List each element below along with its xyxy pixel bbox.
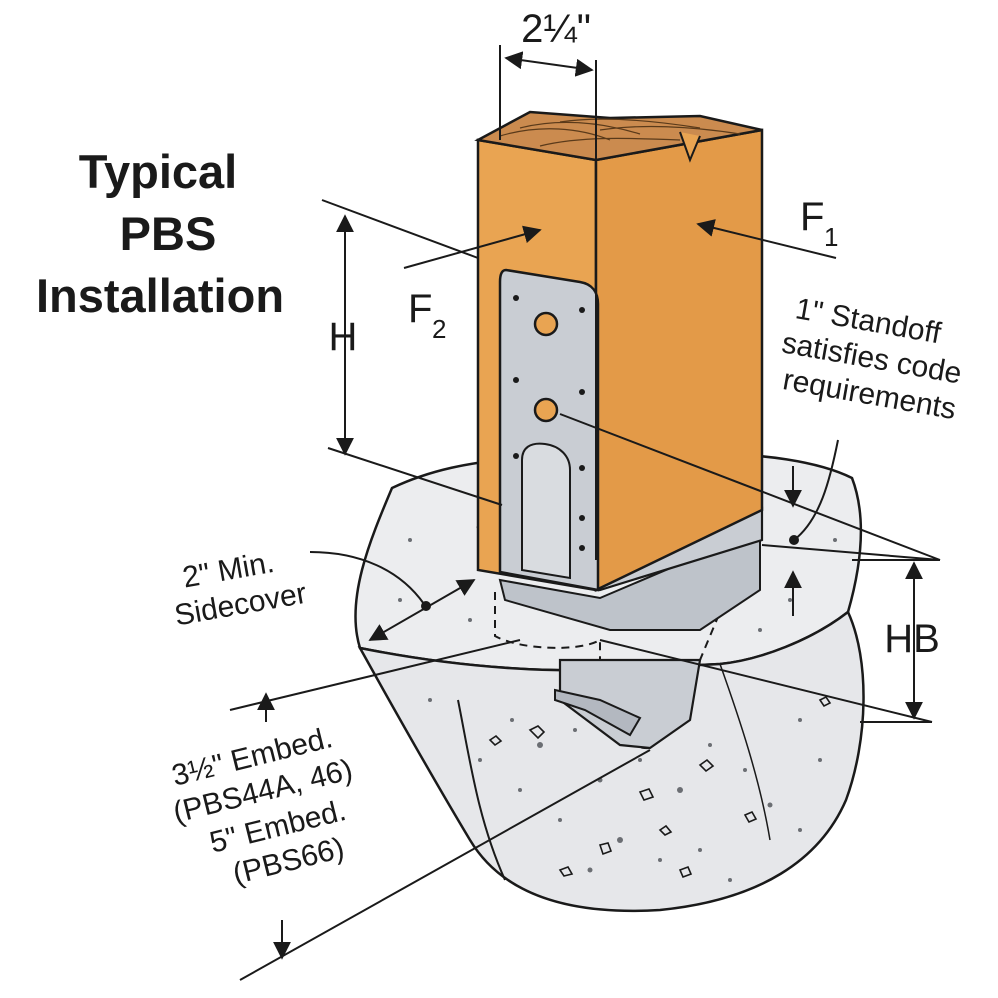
embed-callout: 3½" Embed. (PBS44A, 46) 5" Embed. (PBS66… <box>169 721 356 891</box>
standoff-callout-leader <box>793 439 839 541</box>
strap-bolt-hole <box>533 311 559 337</box>
height-dimension-label: H <box>329 315 358 359</box>
f1-subscript: 1 <box>824 222 838 252</box>
width-dimension-arrow <box>504 51 594 77</box>
post-notch <box>679 131 701 163</box>
end-grain-lines <box>499 118 741 147</box>
f1-letter: F <box>800 195 824 239</box>
title-line-3: Installation <box>36 269 284 322</box>
f2-letter: F <box>408 287 432 331</box>
aggregate-stones <box>488 695 832 879</box>
force-f2-label: F 2 <box>408 287 446 344</box>
f1-arrow <box>696 219 837 259</box>
dimension-lines <box>229 45 941 981</box>
strap-nail-holes <box>513 295 585 551</box>
base-cup-shadow <box>498 528 761 631</box>
strap-bolt-hole <box>533 397 559 423</box>
title-block: Typical PBS Installation <box>36 145 284 322</box>
title-line-1: Typical <box>79 145 237 198</box>
sidecover-arrow <box>368 579 476 641</box>
force-f1-label: F 1 <box>800 195 838 252</box>
width-dimension-label: 2¼" <box>521 7 591 51</box>
concrete-crack <box>719 663 771 841</box>
f2-subscript: 2 <box>432 314 446 344</box>
steel-strap <box>498 268 600 592</box>
standoff-callout: 1" Standoff satisfies code requirements <box>779 292 964 426</box>
f2-arrow <box>403 225 542 269</box>
concrete-crack <box>457 699 506 881</box>
sidecover-callout: 2" Min. Sidecover <box>172 546 309 633</box>
base-height-label: HB <box>884 617 940 661</box>
standoff-leader <box>559 413 941 561</box>
title-line-2: PBS <box>120 207 217 260</box>
aggregate-speckles <box>398 538 837 882</box>
post-right-face <box>594 128 764 592</box>
strap-slot <box>521 442 571 580</box>
sidecover-callout-leader <box>309 551 425 605</box>
anchor-tab <box>554 688 642 737</box>
